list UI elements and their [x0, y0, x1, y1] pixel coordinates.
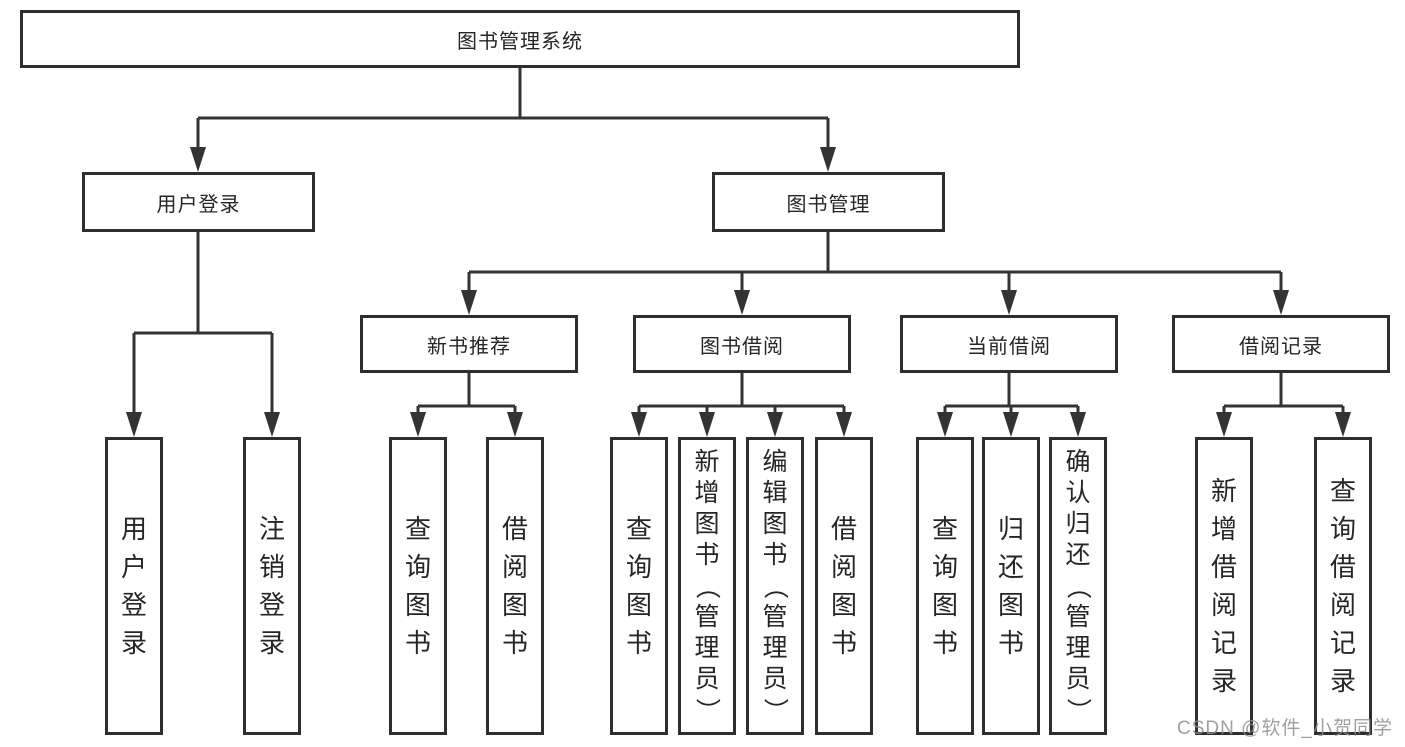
node-borrow-records: 借阅记录	[1172, 315, 1390, 373]
node-root-system: 图书管理系统	[20, 10, 1020, 68]
node-book-borrow: 图书借阅	[633, 315, 851, 373]
leaf-bb-edit-books-admin: 编辑图书（管理员）	[746, 437, 804, 735]
leaf-bb-query-books: 查询图书	[610, 437, 668, 735]
node-new-book-recommend: 新书推荐	[360, 315, 578, 373]
leaf-bb-add-books-admin: 新增图书（管理员）	[678, 437, 736, 735]
leaf-logout: 注销登录	[243, 437, 301, 735]
leaf-nb-borrow-books: 借阅图书	[486, 437, 544, 735]
leaf-user-login: 用户登录	[105, 437, 163, 735]
leaf-cb-confirm-return-admin: 确认归还（管理员）	[1049, 437, 1107, 735]
leaf-bb-borrow-books: 借阅图书	[815, 437, 873, 735]
leaf-br-query-record: 查询借阅记录	[1314, 437, 1372, 735]
node-user-login: 用户登录	[82, 172, 315, 232]
leaf-cb-query-books: 查询图书	[916, 437, 974, 735]
node-current-borrow: 当前借阅	[900, 315, 1118, 373]
csdn-watermark: CSDN @软件_小贺同学	[1177, 718, 1393, 739]
leaf-nb-query-books: 查询图书	[389, 437, 447, 735]
node-book-management: 图书管理	[712, 172, 945, 232]
leaf-br-add-record: 新增借阅记录	[1195, 437, 1253, 735]
arrowheads	[126, 147, 1351, 437]
leaf-cb-return-books: 归还图书	[982, 437, 1040, 735]
